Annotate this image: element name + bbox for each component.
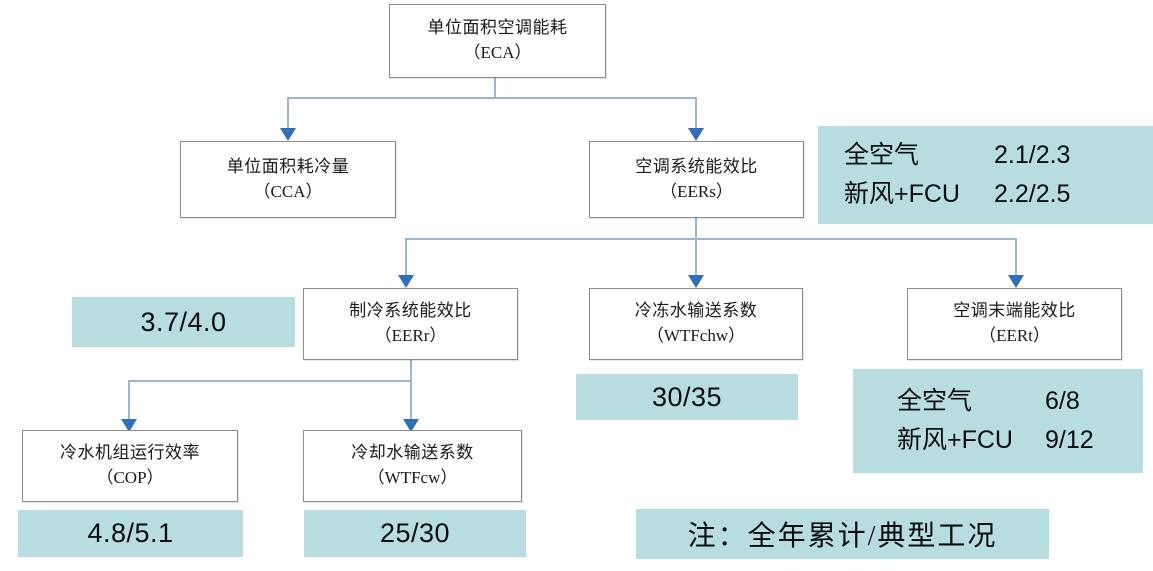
connector-eers-bus (405, 238, 1016, 240)
arrow-to-eert (1008, 275, 1024, 288)
node-cca-label-cn: 单位面积耗冷量 (226, 156, 350, 176)
node-eerr[interactable]: 制冷系统能效比 （EERr） (303, 288, 518, 360)
node-wtfcw-label-en: （WTFcw） (367, 468, 458, 487)
callout-eert-row-value: 6/8 (1045, 387, 1080, 416)
node-eca[interactable]: 单位面积空调能耗 （ECA） (389, 4, 606, 78)
node-cca[interactable]: 单位面积耗冷量 （CCA） (180, 141, 396, 218)
arrow-to-cca (280, 128, 296, 141)
connector-eerr-to-cop (128, 380, 130, 422)
arrow-to-cop (121, 419, 137, 432)
connector-eerr-to-wtfcw (410, 380, 412, 422)
arrow-to-eerr (398, 275, 414, 288)
arrow-to-wtfcw (403, 419, 419, 432)
node-wtfcw[interactable]: 冷却水输送系数 （WTFcw） (303, 430, 522, 502)
callout-eerr-value-text: 3.7/4.0 (140, 306, 227, 337)
connector-eers-to-eerr (405, 238, 407, 279)
node-eca-label-en: （ECA） (463, 43, 532, 62)
callout-eert-row: 全空气 6/8 (897, 382, 1080, 421)
node-eers-label-en: （EERs） (660, 181, 733, 201)
callout-wtfcw-value-text: 25/30 (379, 518, 451, 548)
callout-cop-value-text: 4.8/5.1 (87, 518, 174, 548)
connector-eca-to-cca (287, 97, 289, 131)
callout-eert-row-label: 全空气 (897, 387, 973, 416)
node-wtfchw[interactable]: 冷冻水输送系数 （WTFchw） (589, 288, 803, 360)
callout-eert-row-value: 9/12 (1045, 426, 1094, 454)
node-eca-label-cn: 单位面积空调能耗 (427, 18, 568, 38)
callout-wtfchw-value: 30/35 (576, 374, 798, 420)
callout-cop-value: 4.8/5.1 (18, 510, 243, 557)
connector-eers-stem (695, 218, 697, 239)
node-wtfcw-label-cn: 冷却水输送系数 (351, 443, 474, 463)
node-cop-label-cn: 冷水机组运行效率 (60, 443, 200, 463)
connector-eers-to-eert (1015, 238, 1017, 279)
callout-eers-row-label: 全空气 (844, 141, 920, 170)
node-cop-label-en: （COP） (96, 468, 164, 487)
callout-note: 注：全年累计/典型工况 (636, 509, 1049, 559)
callout-eert-row: 新风+FCU 9/12 (897, 421, 1094, 460)
node-wtfchw-label-en: （WTFchw） (646, 326, 746, 345)
connector-eca-bus (287, 97, 696, 99)
node-cop[interactable]: 冷水机组运行效率 （COP） (22, 430, 238, 502)
arrow-to-eers (688, 128, 704, 141)
node-eerr-label-en: （EERr） (374, 326, 447, 345)
callout-eers-values: 全空气 2.1/2.3 新风+FCU 2.2/2.5 (818, 126, 1153, 224)
arrow-to-wtfchw (688, 275, 704, 288)
callout-wtfchw-value-text: 30/35 (651, 381, 723, 412)
node-eerr-label-cn: 制冷系统能效比 (349, 301, 472, 321)
connector-eca-to-eers (695, 97, 697, 131)
connector-eca-stem (494, 78, 496, 98)
node-eers-label-cn: 空调系统能效比 (635, 156, 758, 176)
node-wtfchw-label-cn: 冷冻水输送系数 (634, 301, 758, 321)
callout-eert-values: 全空气 6/8 新风+FCU 9/12 (853, 369, 1143, 473)
callout-eers-row: 全空气 2.1/2.3 (844, 136, 1070, 175)
connector-eerr-stem (410, 360, 412, 381)
callout-eerr-value: 3.7/4.0 (72, 297, 295, 347)
node-eert-label-en: （EERt） (979, 326, 1050, 345)
callout-eers-row-value: 2.1/2.3 (994, 141, 1071, 170)
node-eers[interactable]: 空调系统能效比 （EERs） (589, 141, 804, 218)
callout-eert-row-label: 新风+FCU (897, 426, 1013, 454)
callout-wtfcw-value: 25/30 (304, 510, 526, 557)
node-eert-label-cn: 空调末端能效比 (953, 301, 1076, 321)
callout-eers-row-label: 新风+FCU (844, 180, 960, 208)
node-cca-label-en: （CCA） (253, 181, 323, 201)
connector-eerr-bus (128, 380, 411, 382)
callout-eers-row: 新风+FCU 2.2/2.5 (844, 175, 1070, 214)
callout-note-text: 注：全年累计/典型工况 (687, 521, 998, 552)
callout-eers-row-value: 2.2/2.5 (994, 180, 1071, 208)
node-eert[interactable]: 空调末端能效比 （EERt） (907, 288, 1122, 360)
connector-eers-to-wtfchw (695, 238, 697, 279)
